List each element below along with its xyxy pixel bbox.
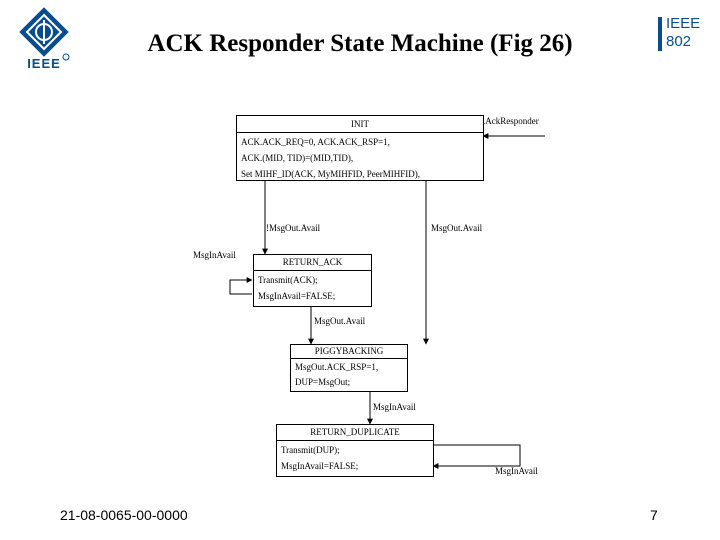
state-init-action: ACK.(MID, TID)=(MID,TID), (241, 153, 354, 163)
transition-label: !MsgOut.Avail (266, 223, 321, 233)
ieee-802-logo-bar (658, 17, 662, 51)
state-init-actions: ACK.ACK_REQ=0, ACK.ACK_RSP=1, ACK.(MID, … (237, 132, 483, 184)
state-init-action: Set MIHF_ID(ACK, MyMIHFID, PeerMIHFID), (241, 169, 420, 179)
state-return-ack-action: MsgInAvail=FALSE; (258, 291, 336, 301)
state-return-ack-actions: Transmit(ACK); MsgInAvail=FALSE; (254, 270, 371, 305)
state-return-duplicate-action: Transmit(DUP); (281, 445, 340, 455)
return-ack-self-loop (229, 277, 253, 295)
state-piggybacking-name: PIGGYBACKING (314, 346, 384, 356)
ieee-802-logo-line2: 802 (666, 33, 692, 50)
transition-label: MsgInAvail (193, 250, 236, 260)
state-return-duplicate-actions: Transmit(DUP); MsgInAvail=FALSE; (277, 440, 433, 475)
state-return-ack: RETURN_ACK Transmit(ACK); MsgInAvail=FAL… (253, 254, 372, 307)
transition-label: MsgInAvail (373, 402, 416, 412)
page-number: 7 (650, 507, 658, 523)
state-piggybacking: PIGGYBACKING MsgOut.ACK_RSP=1, DUP=MsgOu… (290, 344, 408, 392)
state-piggybacking-action: DUP=MsgOut; (295, 377, 351, 387)
state-return-ack-name: RETURN_ACK (282, 257, 343, 267)
ieee-logo: IEEE (16, 6, 72, 74)
transition-label: MsgOut.Avail (431, 223, 483, 233)
transition-label: MsgOut.Avail (314, 316, 366, 326)
document-id: 21-08-0065-00-0000 (60, 507, 188, 523)
state-return-duplicate-action: MsgInAvail=FALSE; (281, 461, 359, 471)
state-piggybacking-actions: MsgOut.ACK_RSP=1, DUP=MsgOut; (291, 358, 407, 391)
state-return-ack-action: Transmit(ACK); (258, 275, 318, 285)
state-init: INIT ACK.ACK_REQ=0, ACK.ACK_RSP=1, ACK.(… (236, 115, 484, 181)
state-return-duplicate-name: RETURN_DUPLICATE (310, 427, 400, 437)
ieee-logo-text: IEEE (27, 56, 61, 71)
transition-label: MsgInAvail (495, 466, 538, 476)
state-init-name: INIT (351, 119, 369, 129)
start-label: Start.AckResponder (466, 116, 539, 126)
state-init-action: ACK.ACK_REQ=0, ACK.ACK_RSP=1, (241, 137, 390, 147)
ieee-802-logo-line1: IEEE (666, 15, 701, 32)
slide-title: ACK Responder State Machine (Fig 26) (147, 30, 573, 57)
return-duplicate-self-loop (432, 444, 521, 469)
ieee-802-logo: IEEE 802 (655, 14, 705, 54)
state-piggybacking-action: MsgOut.ACK_RSP=1, (295, 362, 379, 372)
state-return-duplicate: RETURN_DUPLICATE Transmit(DUP); MsgInAva… (276, 424, 434, 477)
